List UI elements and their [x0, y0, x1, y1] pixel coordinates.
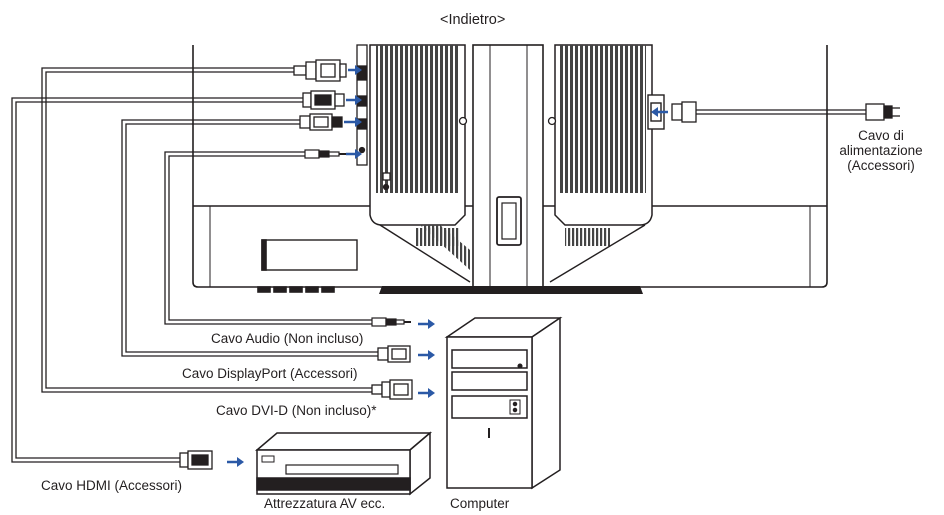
- arrow-icon: [418, 350, 435, 360]
- arrow-icon: [651, 107, 668, 117]
- cables: [11, 67, 870, 463]
- displayport-connector-pc: [377, 345, 411, 363]
- arrow-icon: [348, 65, 362, 75]
- av-equipment: [254, 431, 433, 496]
- audio-connector-monitor: [304, 149, 346, 159]
- hdmi-cable-label: Cavo HDMI (Accessori): [41, 478, 183, 493]
- dvi-connector-pc: [371, 379, 413, 400]
- arrow-icon: [346, 95, 362, 105]
- power-plug: [671, 101, 900, 123]
- arrow-icon: [418, 319, 435, 329]
- power-cable-label: Cavo di alimentazione (Accessori): [820, 128, 942, 173]
- direction-arrows: [227, 65, 668, 467]
- audio-cable-label: Cavo Audio (Non incluso): [211, 331, 364, 346]
- right-vent-panel: [547, 44, 653, 226]
- arrow-icon: [227, 457, 244, 467]
- stand-lower-vents: [379, 224, 646, 283]
- displayport-cable-label: Cavo DisplayPort (Accessori): [182, 366, 358, 381]
- page-title: <Indietro>: [440, 12, 506, 28]
- arrow-icon: [344, 117, 362, 127]
- power-cable-label-line2: alimentazione: [839, 143, 923, 158]
- power-cable-label-line1: Cavo di: [858, 128, 904, 143]
- displayport-connector-monitor: [299, 113, 343, 131]
- stand-base: [379, 286, 643, 294]
- audio-connector-pc: [371, 317, 411, 327]
- dvi-cable-label: Cavo DVI-D (Non incluso)*: [216, 403, 377, 418]
- computer-label: Computer: [450, 496, 510, 511]
- hdmi-connector-monitor: [302, 90, 345, 110]
- dvi-connector-monitor: [293, 59, 347, 82]
- power-cable-label-line3: (Accessori): [847, 158, 915, 173]
- arrow-icon: [346, 149, 362, 159]
- av-equipment-label: Attrezzatura AV ecc.: [264, 496, 386, 511]
- hdmi-connector-av: [179, 450, 213, 470]
- stand-neck: [472, 44, 544, 288]
- computer-tower: [444, 316, 563, 490]
- left-vent-panel: [369, 44, 468, 226]
- arrow-icon: [418, 388, 435, 398]
